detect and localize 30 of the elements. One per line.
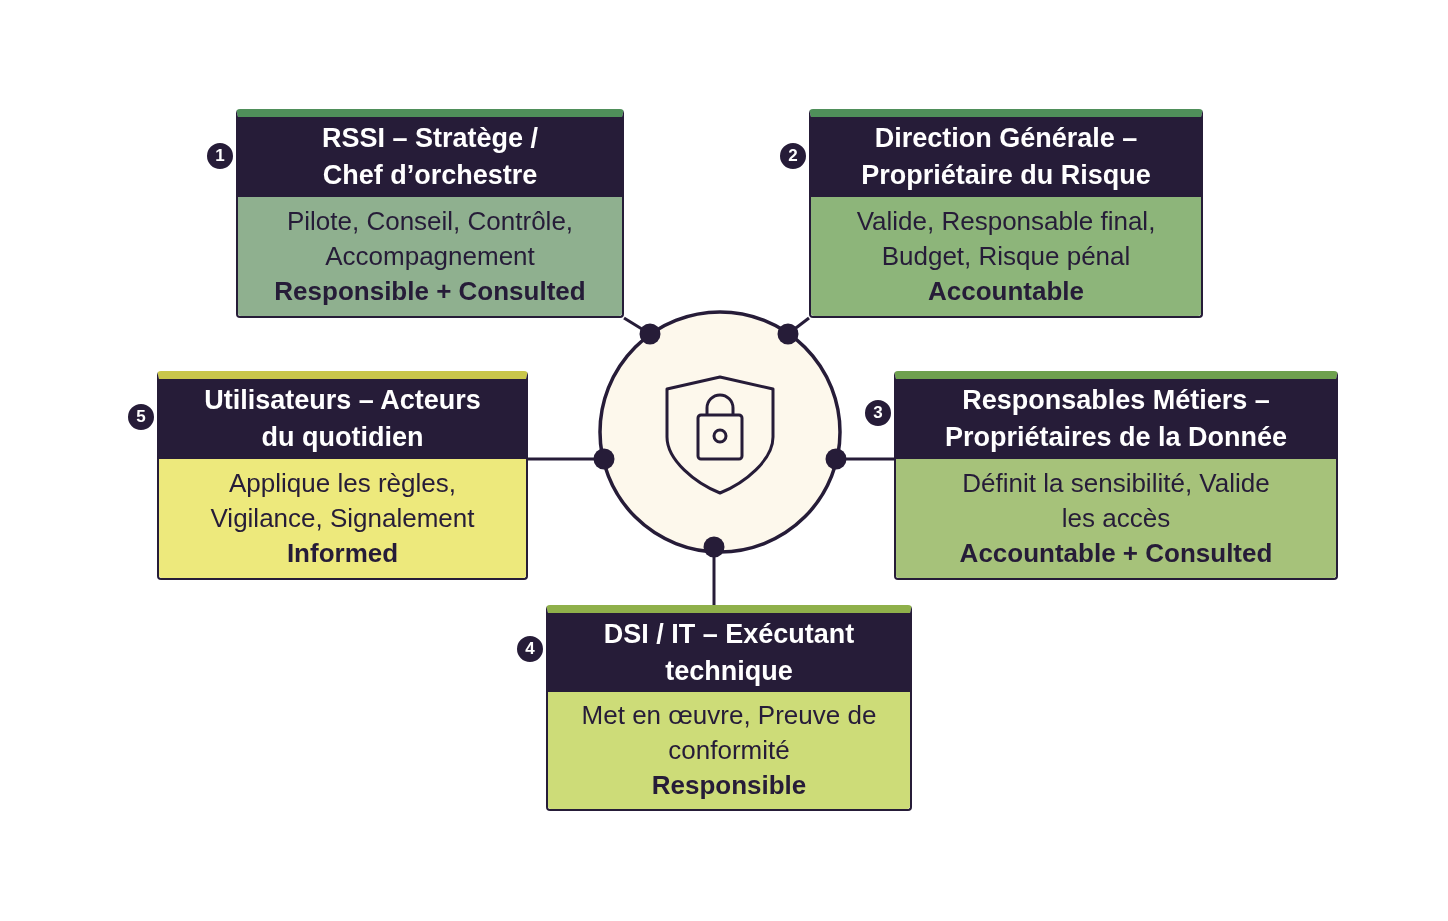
role-description: Met en œuvre, Preuve de conformité bbox=[580, 699, 878, 767]
connector-line bbox=[777, 316, 810, 345]
raci-role: Responsible bbox=[651, 769, 807, 802]
role-card bbox=[546, 605, 912, 811]
connector-line bbox=[703, 536, 725, 605]
role-card bbox=[236, 109, 624, 318]
step-number: 4 bbox=[515, 634, 545, 664]
role-card bbox=[894, 371, 1338, 580]
role-title: RSSI – Stratège / Chef d’orchestre bbox=[320, 122, 540, 192]
raci-role: Accountable + Consulted bbox=[959, 537, 1273, 570]
role-title: Responsables Métiers – Propriétaires de la Donnée bbox=[943, 384, 1289, 454]
step-number: 2 bbox=[778, 141, 808, 171]
role-description: Applique les règles, Vigilance, Signalement bbox=[209, 467, 476, 535]
role-title: Direction Générale – Propriétaire du Risque bbox=[860, 122, 1152, 192]
role-title: DSI / IT – Exécutant technique bbox=[602, 617, 856, 688]
connector-line bbox=[825, 448, 894, 470]
raci-role: Responsible + Consulted bbox=[274, 275, 586, 308]
role-card bbox=[809, 109, 1203, 318]
role-title: Utilisateurs – Acteurs du quotidien bbox=[203, 384, 482, 454]
connector-line bbox=[528, 448, 615, 470]
connector-line bbox=[623, 316, 661, 345]
role-description: Valide, Responsable final, Budget, Risque pénal bbox=[855, 205, 1157, 273]
role-card bbox=[157, 371, 528, 580]
step-number: 5 bbox=[126, 402, 156, 432]
step-number: 1 bbox=[205, 141, 235, 171]
raci-role: Informed bbox=[286, 537, 399, 570]
role-description: Pilote, Conseil, Contrôle, Accompagnement bbox=[285, 205, 575, 273]
step-number: 3 bbox=[863, 398, 893, 428]
role-description: Définit la sensibilité, Valide les accès bbox=[961, 467, 1271, 535]
raci-role: Accountable bbox=[928, 275, 1084, 308]
